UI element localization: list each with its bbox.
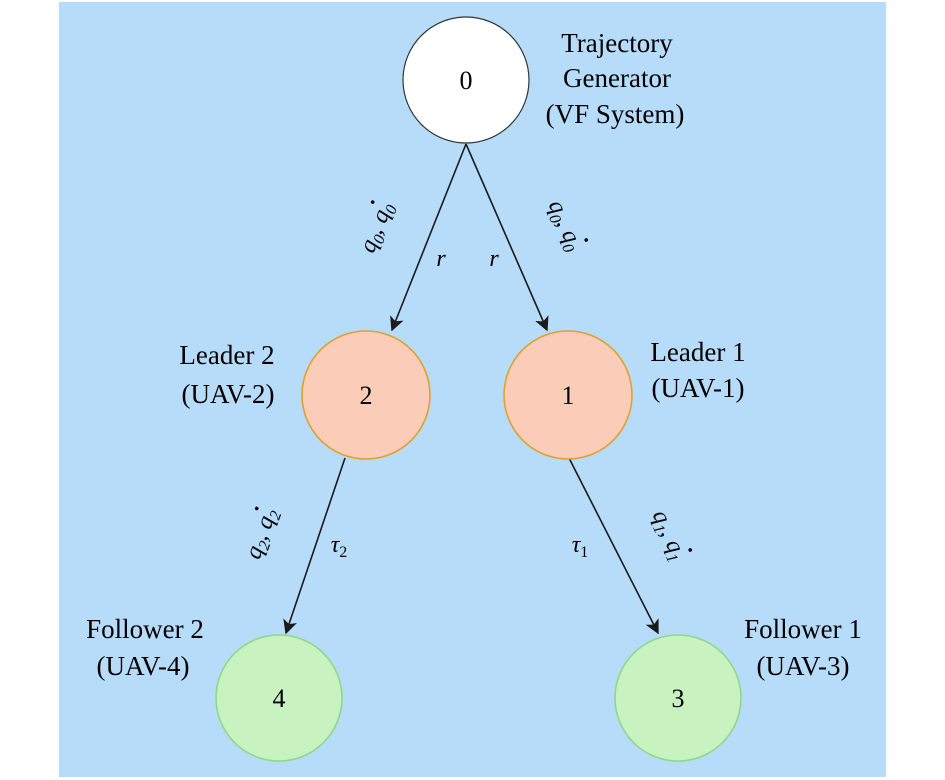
dot-accent (688, 548, 693, 552)
tau-symbol: τ (331, 532, 341, 558)
follower2-number: 4 (273, 684, 286, 713)
follower2-circle (215, 634, 343, 762)
leader1-label: Leader 1 (UAV-1) (650, 337, 745, 403)
leader1-label-line-1: Leader 1 (650, 337, 745, 367)
link-label-leader1-to-follower1: τ1 (572, 532, 589, 561)
generator-label: Trajectory Generator (VF System) (546, 28, 685, 129)
tau-sub: 1 (580, 544, 588, 561)
leader1-label-line-2: (UAV-1) (651, 373, 744, 403)
follower1-circle (614, 634, 742, 762)
node-follower1: 3 (614, 634, 742, 762)
follower2-label-line-1: Follower 2 (86, 614, 204, 644)
follower2-label: Follower 2 (UAV-4) (86, 614, 204, 681)
tau-symbol: τ (572, 532, 582, 558)
follower2-label-line-2: (UAV-4) (96, 651, 189, 681)
leader2-label-line-1: Leader 2 (179, 340, 274, 370)
link-label-leader2-to-follower2: τ2 (331, 532, 348, 561)
node-leader1: 1 (503, 330, 633, 460)
leader2-number: 2 (360, 381, 373, 410)
leader2-label: Leader 2 (UAV-2) (179, 340, 274, 409)
edge-generator-to-leader2 (390, 143, 467, 332)
generator-circle (402, 16, 530, 144)
follower1-label: Follower 1 (UAV-3) (744, 614, 862, 681)
node-generator: 0 (402, 16, 530, 144)
follower1-label-line-1: Follower 1 (744, 614, 862, 644)
generator-label-line-3: (VF System) (546, 99, 685, 129)
leader1-number: 1 (562, 381, 575, 410)
dot-accent (370, 200, 375, 204)
dot-accent (254, 506, 259, 511)
node-leader2: 2 (301, 330, 431, 460)
edge-leader1-to-follower1 (568, 457, 659, 635)
edge-leader2-to-follower2 (283, 457, 346, 635)
link-label-gen-to-leader2: r (436, 246, 446, 272)
follower1-label-line-2: (UAV-3) (756, 651, 849, 681)
follower1-number: 3 (672, 684, 685, 713)
node-follower2: 4 (215, 634, 343, 762)
link-label-gen-to-leader1: r (489, 246, 499, 272)
leader1-circle (503, 330, 633, 460)
leader2-circle (301, 330, 431, 460)
edge-generator-to-leader1 (465, 143, 549, 332)
leader2-label-line-2: (UAV-2) (181, 379, 274, 409)
generator-number: 0 (460, 66, 473, 95)
generator-label-line-1: Trajectory (561, 28, 673, 58)
tau-sub: 2 (339, 544, 347, 561)
dot-accent (584, 238, 589, 242)
generator-label-line-2: Generator (563, 63, 671, 93)
